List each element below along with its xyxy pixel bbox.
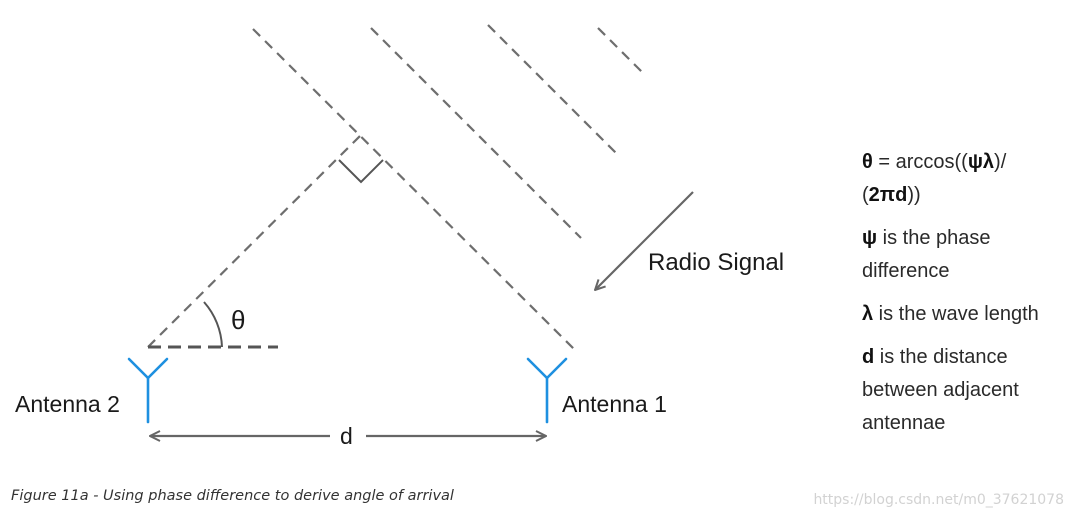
- right-angle-marker: [338, 159, 384, 184]
- psi-definition: ψ is the phase difference: [862, 227, 991, 282]
- wavefronts: [252, 24, 643, 351]
- wavefront-line-1: [252, 28, 576, 351]
- antenna-2-icon: [127, 357, 169, 424]
- antenna-1-label: Antenna 1: [562, 391, 667, 417]
- radio-signal-arrow: [595, 191, 694, 290]
- theta-arc: [203, 301, 223, 348]
- antenna-1-icon: [526, 357, 568, 424]
- wavefront-line-3: [487, 24, 619, 156]
- d-definition: d is the distance between adjacent anten…: [862, 346, 1019, 434]
- wavefront-line-4: [597, 27, 643, 73]
- lambda-definition: λ is the wave length: [862, 303, 1039, 325]
- antenna-2-label: Antenna 2: [15, 391, 120, 417]
- wavefront-line-2: [370, 27, 582, 239]
- figure-caption: Figure 11a - Using phase difference to d…: [11, 488, 454, 504]
- path-difference-line: [147, 133, 363, 348]
- watermark: https://blog.csdn.net/m0_37621078: [813, 492, 1064, 508]
- theta-label: θ: [231, 305, 245, 335]
- radio-signal-label: Radio Signal: [648, 249, 784, 276]
- formula-line: θ = arccos((ψλ)/(2πd)): [862, 151, 1007, 206]
- formula-legend: θ = arccos((ψλ)/(2πd)) ψ is the phase di…: [862, 146, 1067, 450]
- distance-label: d: [340, 423, 353, 449]
